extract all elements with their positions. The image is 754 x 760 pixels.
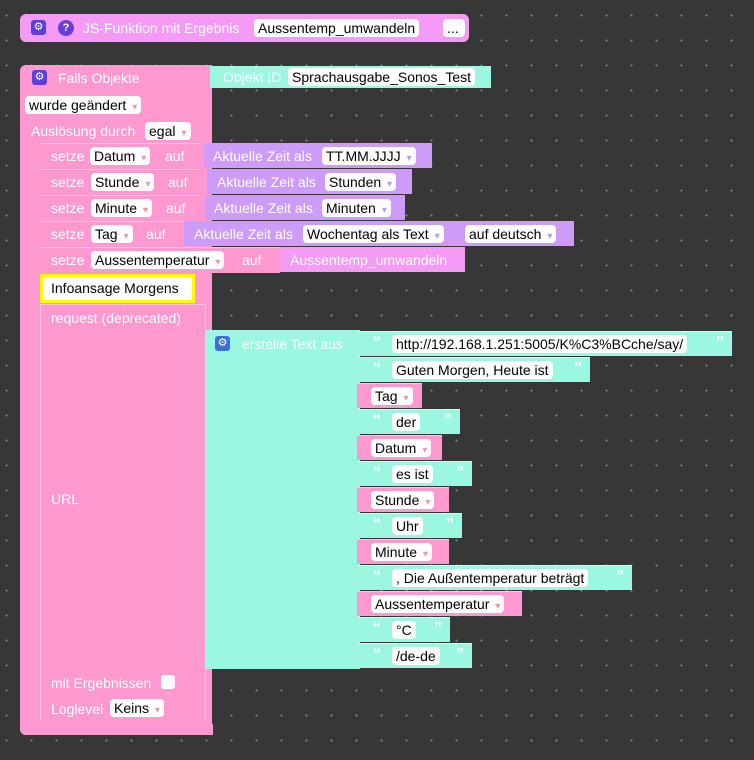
time-format-dropdown[interactable]: Stunden xyxy=(325,173,397,191)
time-block[interactable]: Aktuelle Zeit als Minuten xyxy=(205,195,405,220)
quote-close-icon: ” xyxy=(444,412,452,429)
time-format-dropdown[interactable]: Wochentag als Text xyxy=(303,225,444,243)
set-label: setze xyxy=(51,226,85,242)
time-block[interactable]: Aktuelle Zeit als TT.MM.JJJJ xyxy=(204,143,432,168)
gear-icon[interactable]: ⚙ xyxy=(31,20,46,35)
quote-open-icon: “ xyxy=(373,464,381,481)
variable-dropdown[interactable]: Stunde xyxy=(91,173,155,191)
time-label: Aktuelle Zeit als xyxy=(214,200,313,216)
text-item[interactable]: “ /de-de ” xyxy=(357,643,472,668)
variable-item[interactable]: Minute xyxy=(357,539,449,564)
time-label: Aktuelle Zeit als xyxy=(217,174,316,190)
variable-dropdown[interactable]: Tag xyxy=(371,387,413,405)
gear-icon[interactable]: ⚙ xyxy=(32,70,47,85)
to-label: auf xyxy=(166,200,186,216)
help-icon[interactable]: ? xyxy=(58,20,74,36)
text-value-field[interactable]: /de-de xyxy=(392,647,440,665)
variable-item[interactable]: Datum xyxy=(357,435,442,460)
time-block[interactable]: Aktuelle Zeit als Wochentag als Text auf… xyxy=(184,221,574,246)
text-join-block[interactable] xyxy=(205,330,360,669)
variable-dropdown[interactable]: Minute xyxy=(371,543,433,561)
text-value-field[interactable]: , Die Außentemperatur beträgt xyxy=(392,569,589,587)
text-item[interactable]: “ http://192.168.1.251:5005/K%C3%BCche/sa… xyxy=(357,331,732,356)
quote-open-icon: “ xyxy=(373,620,381,637)
gear-icon[interactable]: ⚙ xyxy=(215,336,230,351)
variable-item[interactable]: Tag xyxy=(357,383,422,408)
quote-close-icon: ” xyxy=(456,646,464,663)
variable-item[interactable]: Stunde xyxy=(357,487,449,512)
text-item[interactable]: “ Guten Morgen, Heute ist ” xyxy=(357,357,590,382)
request-block[interactable] xyxy=(40,304,206,720)
quote-close-icon: ” xyxy=(456,464,464,481)
variable-dropdown[interactable]: Datum xyxy=(90,147,151,165)
text-value-field[interactable]: http://192.168.1.251:5005/K%C3%BCche/say… xyxy=(392,335,688,353)
text-value-field[interactable]: der xyxy=(392,413,421,431)
function-name-field[interactable]: Aussentemp_umwandeln xyxy=(254,19,420,37)
text-join-title: erstelle Text aus xyxy=(242,336,343,352)
variable-dropdown[interactable]: Aussentemperatur xyxy=(371,595,505,613)
variable-dropdown[interactable]: Aussentemperatur xyxy=(91,251,225,269)
time-block[interactable]: Aktuelle Zeit als Stunden xyxy=(207,169,412,194)
time-format-dropdown[interactable]: Minuten xyxy=(322,199,391,217)
quote-open-icon: “ xyxy=(373,646,381,663)
variable-dropdown[interactable]: Datum xyxy=(371,439,432,457)
time-label: Aktuelle Zeit als xyxy=(194,226,293,242)
quote-open-icon: “ xyxy=(373,516,381,533)
set-label: setze xyxy=(51,174,85,190)
set-label: setze xyxy=(51,252,85,268)
variable-dropdown[interactable]: Minute xyxy=(91,199,153,217)
quote-open-icon: “ xyxy=(373,412,381,429)
function-call-label: Aussentemp_umwandeln xyxy=(290,252,448,268)
to-label: auf xyxy=(165,148,185,164)
condition-dropdown[interactable]: wurde geändert xyxy=(25,96,142,114)
language-dropdown[interactable]: auf deutsch xyxy=(465,225,557,243)
quote-open-icon: “ xyxy=(373,334,381,351)
object-id-field[interactable]: Sprachausgabe_Sonos_Test xyxy=(288,68,476,86)
function-call-block[interactable]: Aussentemp_umwandeln xyxy=(280,247,465,272)
url-label: URL xyxy=(51,491,80,507)
quote-open-icon: “ xyxy=(373,568,381,585)
text-value-field[interactable]: Uhr xyxy=(392,517,423,535)
set-label: setze xyxy=(51,200,85,216)
trigger-title: Falls Objekte xyxy=(58,70,140,86)
function-title: JS-Funktion mit Ergebnis xyxy=(83,20,240,36)
trigger-by-dropdown[interactable]: egal xyxy=(145,122,191,140)
variable-item[interactable]: Aussentemperatur xyxy=(357,591,522,616)
time-format-dropdown[interactable]: TT.MM.JJJJ xyxy=(322,147,416,165)
quote-close-icon: ” xyxy=(716,334,724,351)
object-id-block[interactable]: Objekt ID Sprachausgabe_Sonos_Test xyxy=(210,66,491,88)
quote-close-icon: ” xyxy=(616,568,624,585)
quote-close-icon: ” xyxy=(446,516,454,533)
trigger-bottom-bar xyxy=(20,724,213,735)
function-more-button[interactable]: ... xyxy=(443,19,465,37)
comment-text[interactable]: Infoansage Morgens xyxy=(43,277,192,300)
text-item[interactable]: “ der ” xyxy=(357,409,460,434)
text-value-field[interactable]: °C xyxy=(392,621,416,639)
text-item[interactable]: “ es ist ” xyxy=(357,461,472,486)
text-value-field[interactable]: es ist xyxy=(392,465,433,483)
quote-open-icon: “ xyxy=(373,360,381,377)
loglevel-dropdown[interactable]: Keins xyxy=(110,699,165,717)
to-label: auf xyxy=(242,252,262,268)
set-label: setze xyxy=(51,148,85,164)
request-title: request (deprecated) xyxy=(51,310,181,326)
to-label: auf xyxy=(146,226,166,242)
js-function-block[interactable]: ⚙ ? JS-Funktion mit Ergebnis Aussentemp_… xyxy=(20,14,469,42)
quote-close-icon: ” xyxy=(574,360,582,377)
variable-dropdown[interactable]: Tag xyxy=(91,225,133,243)
text-item[interactable]: “ °C ” xyxy=(357,617,450,642)
with-results-label: mit Ergebnissen xyxy=(51,675,152,691)
to-label: auf xyxy=(168,174,188,190)
text-item[interactable]: “ , Die Außentemperatur beträgt ” xyxy=(357,565,632,590)
text-item[interactable]: “ Uhr ” xyxy=(357,513,462,538)
text-value-field[interactable]: Guten Morgen, Heute ist xyxy=(392,361,553,379)
with-results-checkbox[interactable] xyxy=(161,675,175,689)
time-label: Aktuelle Zeit als xyxy=(213,148,312,164)
variable-dropdown[interactable]: Stunde xyxy=(371,491,435,509)
quote-close-icon: ” xyxy=(434,620,442,637)
comment-block[interactable]: Infoansage Morgens xyxy=(40,274,195,303)
loglevel-label: Loglevel xyxy=(51,701,104,717)
object-id-label: Objekt ID xyxy=(223,69,282,85)
trigger-by-label: Auslösung durch xyxy=(31,123,136,139)
